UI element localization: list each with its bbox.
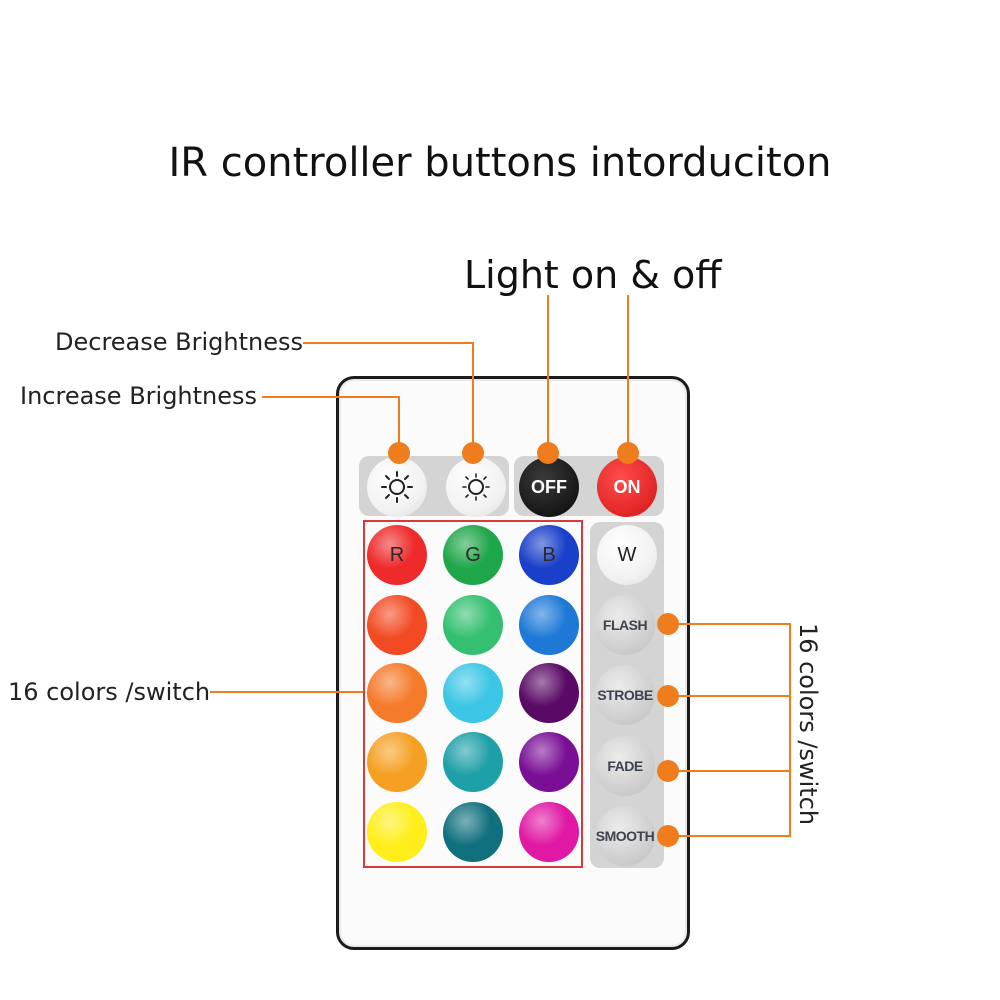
color-button-r4-c3[interactable]: [519, 732, 579, 792]
callout-dot-strobe: [657, 685, 679, 707]
sun-up-icon: [381, 471, 413, 503]
red-button-label: R: [389, 543, 405, 566]
decrease-brightness-label: Decrease Brightness: [55, 328, 303, 356]
callout-dot-flash: [657, 613, 679, 635]
callout-dot-smooth: [657, 825, 679, 847]
off-button[interactable]: OFF: [519, 457, 579, 517]
color-button-r2-c3[interactable]: [519, 595, 579, 655]
decrease-brightness-button[interactable]: [446, 457, 506, 517]
off-button-label: OFF: [531, 476, 567, 497]
increase-brightness-button[interactable]: [367, 457, 427, 517]
callout-dot-off: [537, 442, 559, 464]
sun-down-icon: [462, 473, 490, 501]
color-button-r5-c1[interactable]: [367, 802, 427, 862]
page-title: IR controller buttons intorduciton: [168, 140, 832, 186]
flash-button[interactable]: FLASH: [595, 595, 655, 655]
increase-brightness-label: Increase Brightness: [20, 382, 258, 410]
white-button[interactable]: W: [597, 525, 657, 585]
color-button-r3-c2[interactable]: [443, 663, 503, 723]
colors-switch-right-label: 16 colors /switch: [794, 622, 822, 826]
color-button-blue[interactable]: B: [519, 525, 579, 585]
light-on-off-label: Light on & off: [464, 253, 722, 297]
fade-button[interactable]: FADE: [595, 736, 655, 796]
color-button-r2-c2[interactable]: [443, 595, 503, 655]
smooth-button[interactable]: SMOOTH: [595, 806, 655, 866]
blue-button-label: B: [542, 543, 556, 566]
color-button-r3-c1[interactable]: [367, 663, 427, 723]
color-button-r4-c2[interactable]: [443, 732, 503, 792]
color-button-red[interactable]: R: [367, 525, 427, 585]
fade-button-label: FADE: [607, 758, 643, 774]
smooth-button-label: SMOOTH: [595, 828, 655, 844]
color-button-green[interactable]: G: [443, 525, 503, 585]
strobe-button-label: STROBE: [597, 687, 653, 703]
color-button-r5-c2[interactable]: [443, 802, 503, 862]
callout-dot-decrease: [462, 442, 484, 464]
on-button-label: ON: [613, 476, 641, 497]
white-button-label: W: [617, 543, 637, 566]
color-button-r4-c1[interactable]: [367, 732, 427, 792]
colors-switch-left-label: 16 colors /switch: [8, 678, 211, 706]
color-button-r2-c1[interactable]: [367, 595, 427, 655]
color-button-r3-c3[interactable]: [519, 663, 579, 723]
callout-dot-fade: [657, 760, 679, 782]
flash-button-label: FLASH: [602, 617, 648, 633]
callout-dot-on: [617, 442, 639, 464]
strobe-button[interactable]: STROBE: [595, 665, 655, 725]
color-button-r5-c3[interactable]: [519, 802, 579, 862]
green-button-label: G: [465, 543, 481, 566]
callout-dot-increase: [388, 442, 410, 464]
on-button[interactable]: ON: [597, 457, 657, 517]
